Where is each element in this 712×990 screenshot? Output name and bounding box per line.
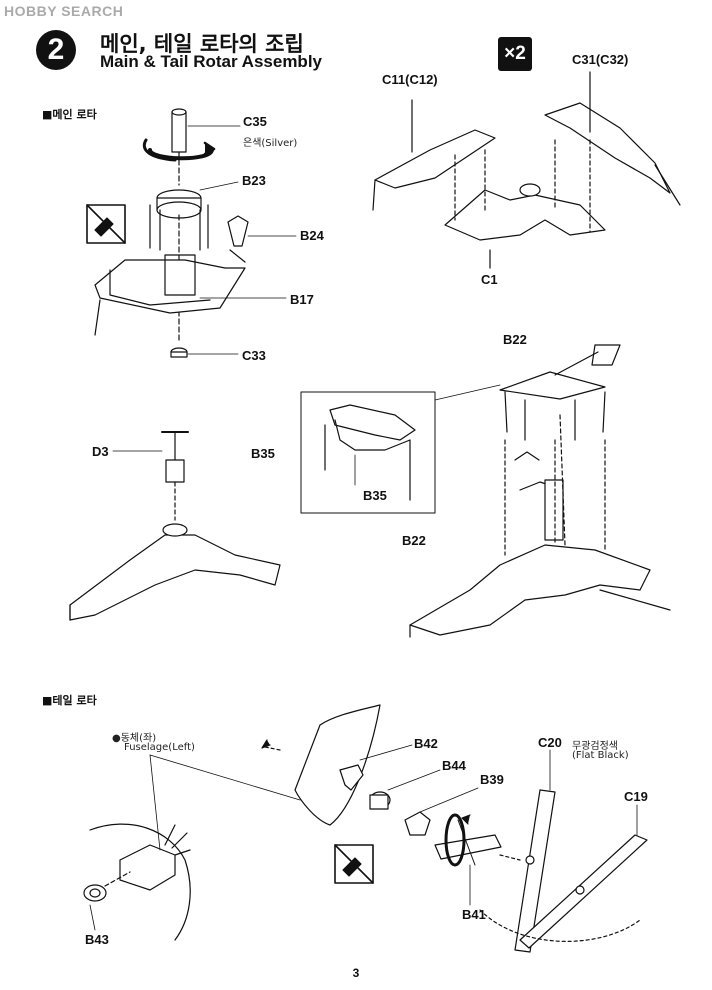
part-label-b22-top: B22: [503, 332, 527, 347]
step-title-english: Main & Tail Rotar Assembly: [100, 52, 322, 71]
part-label-b42: B42: [414, 736, 438, 751]
part-label-c20: C20: [538, 735, 562, 750]
step-title-korean: 메인, 테일 로타의 조립: [100, 32, 304, 56]
part-label-b23: B23: [242, 173, 266, 188]
section-main-rotor-heading: ■메인 로타: [42, 108, 97, 121]
part-label-b17: B17: [290, 292, 314, 307]
watermark: HOBBY SEARCH: [4, 3, 124, 19]
part-label-c19: C19: [624, 789, 648, 804]
page-number: 3: [352, 966, 360, 980]
part-label-d3: D3: [92, 444, 109, 459]
section-tail-rotor-heading: ■테일 로타: [42, 694, 97, 707]
part-label-c31: C31(C32): [572, 52, 629, 67]
part-label-c35: C35: [243, 114, 267, 129]
part-label-c33: C33: [242, 348, 266, 363]
quantity-multiplier-badge: ×2: [498, 37, 532, 71]
b35-inset-box: [300, 391, 436, 514]
part-label-b35-a: B35: [251, 446, 275, 461]
part-label-b22-mid: B22: [402, 533, 426, 548]
part-note-c35: 은색(Silver): [243, 138, 298, 149]
tail-rotor-drawing: [83, 704, 648, 953]
leader-lines-main: [187, 125, 297, 355]
cement-icon-tail: [334, 844, 374, 884]
cement-icon: [86, 204, 126, 244]
swashplate-assembly-drawing: [409, 344, 671, 638]
part-label-b43: B43: [85, 932, 109, 947]
part-label-c1: C1: [481, 272, 498, 287]
part-label-b39: B39: [480, 772, 504, 787]
fuselage-label-korean: ●동체(좌): [112, 733, 157, 744]
fuselage-label-english: Fuselage(Left): [124, 742, 195, 753]
rotor-head-lower-drawing: [69, 431, 281, 621]
part-label-b41: B41: [462, 907, 486, 922]
leader-lines-tail: [89, 744, 638, 931]
part-note-c20-korean: 무광검정색: [572, 741, 618, 752]
part-label-b24: B24: [300, 228, 324, 243]
part-label-b44: B44: [442, 758, 466, 773]
main-rotor-hub-drawing: [94, 108, 249, 358]
part-label-b35-b: B35: [363, 488, 387, 503]
step-number-badge: 2: [36, 30, 76, 70]
part-label-c11: C11(C12): [382, 72, 438, 87]
rotor-blade-assembly-upper: [372, 71, 681, 269]
part-note-c20-english: (Flat Black): [572, 750, 629, 761]
